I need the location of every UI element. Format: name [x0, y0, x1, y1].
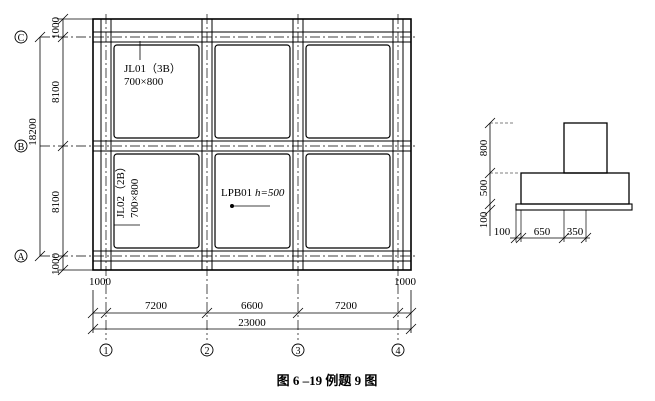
- jl01-size: 700×800: [124, 76, 164, 88]
- axis-2-label: 2: [205, 346, 210, 357]
- axis-b-label: B: [18, 142, 25, 153]
- axis-3-label: 3: [296, 346, 301, 357]
- section-dim-slab: 500: [478, 179, 490, 196]
- section-dim-mid: 650: [534, 226, 551, 238]
- section-beam: [563, 122, 608, 174]
- section-dim-beam: 800: [478, 139, 490, 156]
- section-detail: [484, 117, 633, 244]
- dim-bottom-right-edge: 1000: [394, 276, 417, 288]
- axis-4-label: 4: [396, 346, 401, 357]
- dim-bay-3: 7200: [335, 300, 358, 312]
- bottom-dimensions: [87, 290, 417, 335]
- foundation-plan: [40, 14, 418, 340]
- section-pad: [515, 203, 633, 211]
- panel-6: [305, 153, 391, 249]
- axis-a-label: A: [17, 252, 25, 263]
- jl02-name: JL02（2B）: [114, 161, 127, 218]
- dim-left-upper: 8100: [50, 81, 62, 104]
- dim-bottom-left-edge: 1000: [89, 276, 112, 288]
- beam-b: [92, 140, 412, 152]
- section-slab: [520, 172, 630, 205]
- panel-1: [113, 44, 200, 139]
- axis-c-label: C: [18, 33, 25, 44]
- dim-bay-1: 7200: [145, 300, 168, 312]
- lpb01-label: LPB01 h=500: [221, 187, 285, 199]
- panel-2: [214, 44, 291, 139]
- section-dim-left: 100: [494, 226, 511, 238]
- jl01-name: JL01（3B）: [124, 62, 181, 75]
- slab-outline: [92, 18, 412, 271]
- panel-4: [113, 153, 200, 249]
- dim-bay-2: 6600: [241, 300, 264, 312]
- section-dim-right: 350: [567, 226, 584, 238]
- beam-c: [92, 31, 412, 43]
- dim-left-total: 18200: [27, 118, 39, 146]
- left-dimensions: [34, 13, 93, 276]
- dim-total: 23000: [238, 317, 266, 329]
- panel-3: [305, 44, 391, 139]
- dim-left-bottom: 1000: [50, 253, 62, 276]
- figure-caption: 图 6 –19 例题 9 图: [277, 373, 378, 388]
- jl02-size: 700×800: [129, 178, 141, 218]
- panel-5: [214, 153, 291, 249]
- section-dim-pad: 100: [478, 211, 490, 228]
- beam-a: [92, 250, 412, 262]
- dim-left-lower: 8100: [50, 191, 62, 214]
- dim-left-top: 1000: [50, 17, 62, 40]
- axis-1-label: 1: [104, 346, 109, 357]
